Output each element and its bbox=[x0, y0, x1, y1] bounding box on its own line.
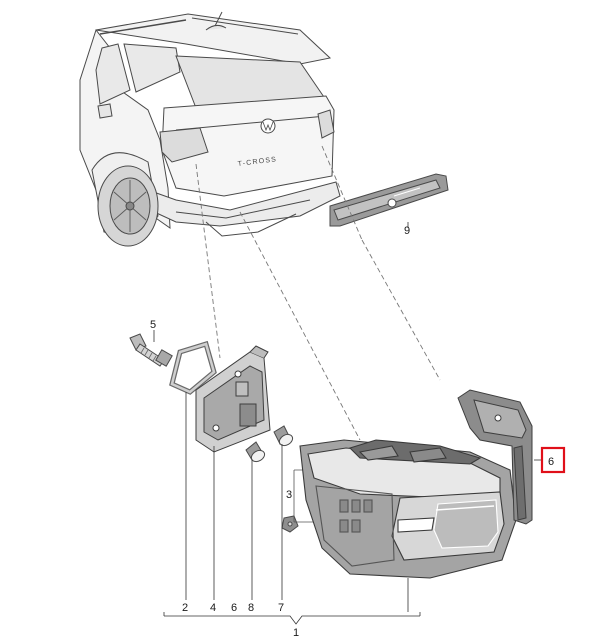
callout-6-bottom: 6 bbox=[231, 602, 237, 614]
callout-6-highlight bbox=[540, 446, 566, 474]
gasket-seal-part bbox=[169, 340, 217, 395]
side-bracket-part bbox=[457, 389, 533, 525]
callout-8: 8 bbox=[248, 602, 254, 614]
rear-trim-panel-part bbox=[329, 173, 449, 227]
tail-light-assembly-part bbox=[299, 439, 517, 579]
callout-1: 1 bbox=[293, 627, 299, 639]
callout-leaders bbox=[153, 222, 542, 625]
dashed-leader-lines bbox=[195, 145, 441, 441]
callout-5: 5 bbox=[150, 319, 156, 331]
callout-6-side: 6 bbox=[548, 456, 554, 468]
callout-2: 2 bbox=[182, 602, 188, 614]
car-illustration bbox=[79, 11, 341, 247]
bulb-part-8 bbox=[245, 441, 266, 463]
callout-4: 4 bbox=[210, 602, 216, 614]
callout-9: 9 bbox=[404, 225, 410, 237]
car-badge-text: T-CROSS bbox=[237, 156, 277, 168]
bulb-part-7 bbox=[273, 425, 294, 447]
mounting-bolt-part bbox=[129, 333, 173, 367]
callout-3: 3 bbox=[286, 489, 292, 501]
bulb-carrier-part bbox=[195, 345, 271, 453]
callout-7: 7 bbox=[278, 602, 284, 614]
nut-part bbox=[281, 515, 299, 533]
